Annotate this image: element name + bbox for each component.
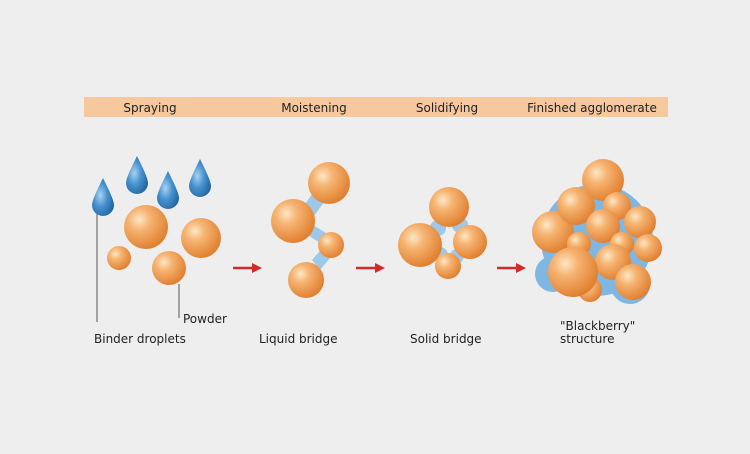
powder-particle xyxy=(124,205,168,249)
particle xyxy=(453,225,487,259)
right-arrow-icon xyxy=(497,263,526,273)
particle xyxy=(429,187,469,227)
moistening-panel: Liquid bridge xyxy=(259,162,350,346)
particle xyxy=(308,162,350,204)
water-drop-icon xyxy=(92,178,114,216)
spraying-panel: Powder Binder droplets xyxy=(92,156,227,346)
particle xyxy=(582,159,624,201)
powder-label: Powder xyxy=(183,312,227,326)
particle xyxy=(271,199,315,243)
particle xyxy=(288,262,324,298)
water-drop-icon xyxy=(157,171,179,209)
particle xyxy=(624,206,656,238)
right-arrow-icon xyxy=(356,263,385,273)
powder-particle xyxy=(152,251,186,285)
step-spraying: Spraying xyxy=(123,101,176,115)
particle xyxy=(615,264,651,300)
particle xyxy=(634,234,662,262)
water-drop-icon xyxy=(189,159,211,197)
agglomerate-panel: "Blackberry" structure xyxy=(532,159,662,346)
step-moistening: Moistening xyxy=(281,101,347,115)
solid-bridge-label: Solid bridge xyxy=(410,332,482,346)
particle xyxy=(435,253,461,279)
particle xyxy=(398,223,442,267)
particle xyxy=(532,211,574,253)
particle xyxy=(557,187,595,225)
right-arrow-icon xyxy=(233,263,262,273)
powder-particle xyxy=(181,218,221,258)
particle xyxy=(548,247,598,297)
blackberry-label: "Blackberry" xyxy=(560,319,635,333)
powder-particle xyxy=(107,246,131,270)
step-solidifying: Solidifying xyxy=(416,101,478,115)
header-band xyxy=(84,97,668,117)
water-drop-icon xyxy=(126,156,148,194)
step-finished-agglomerate: Finished agglomerate xyxy=(527,101,657,115)
particle xyxy=(318,232,344,258)
liquid-bridge-label: Liquid bridge xyxy=(259,332,338,346)
particle xyxy=(586,209,620,243)
solidifying-panel: Solid bridge xyxy=(398,187,487,346)
binder-droplets-label: Binder droplets xyxy=(94,332,186,346)
structure-label: structure xyxy=(560,332,614,346)
